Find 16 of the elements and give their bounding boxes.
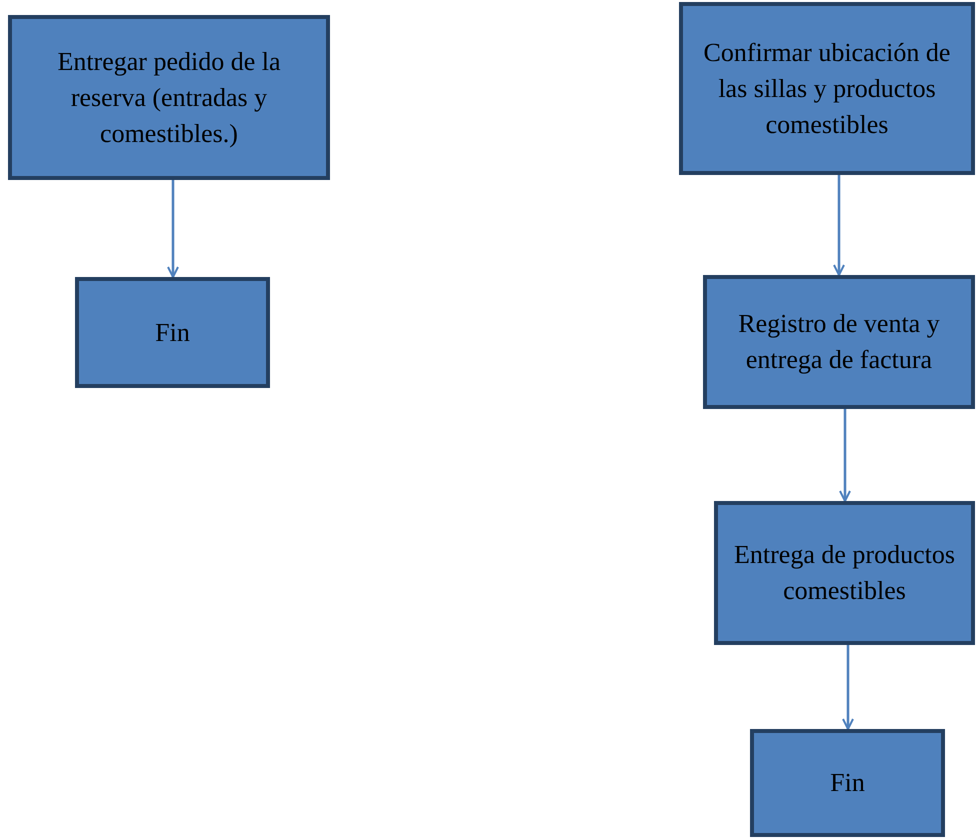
process-box: [703, 275, 975, 409]
box-label: Confirmar ubicación de las sillas y productos comestibles: [702, 36, 952, 140]
box-label: Registro de venta y entrega de factura: [737, 308, 941, 376]
arrow: [842, 645, 854, 730]
arrow: [839, 409, 851, 502]
box-label: Fin: [155, 316, 190, 348]
arrow: [833, 175, 845, 276]
arrow: [167, 180, 179, 278]
process-box: [8, 15, 330, 180]
box-label: Entregar pedido de la reserva (entradas y comestibles.): [56, 46, 282, 150]
box-label: Entrega de productos comestibles: [733, 539, 956, 607]
box-label: Fin: [830, 767, 865, 799]
process-box: [75, 277, 270, 388]
process-box: [714, 501, 975, 645]
process-box: [679, 2, 975, 175]
process-box: [750, 729, 945, 837]
